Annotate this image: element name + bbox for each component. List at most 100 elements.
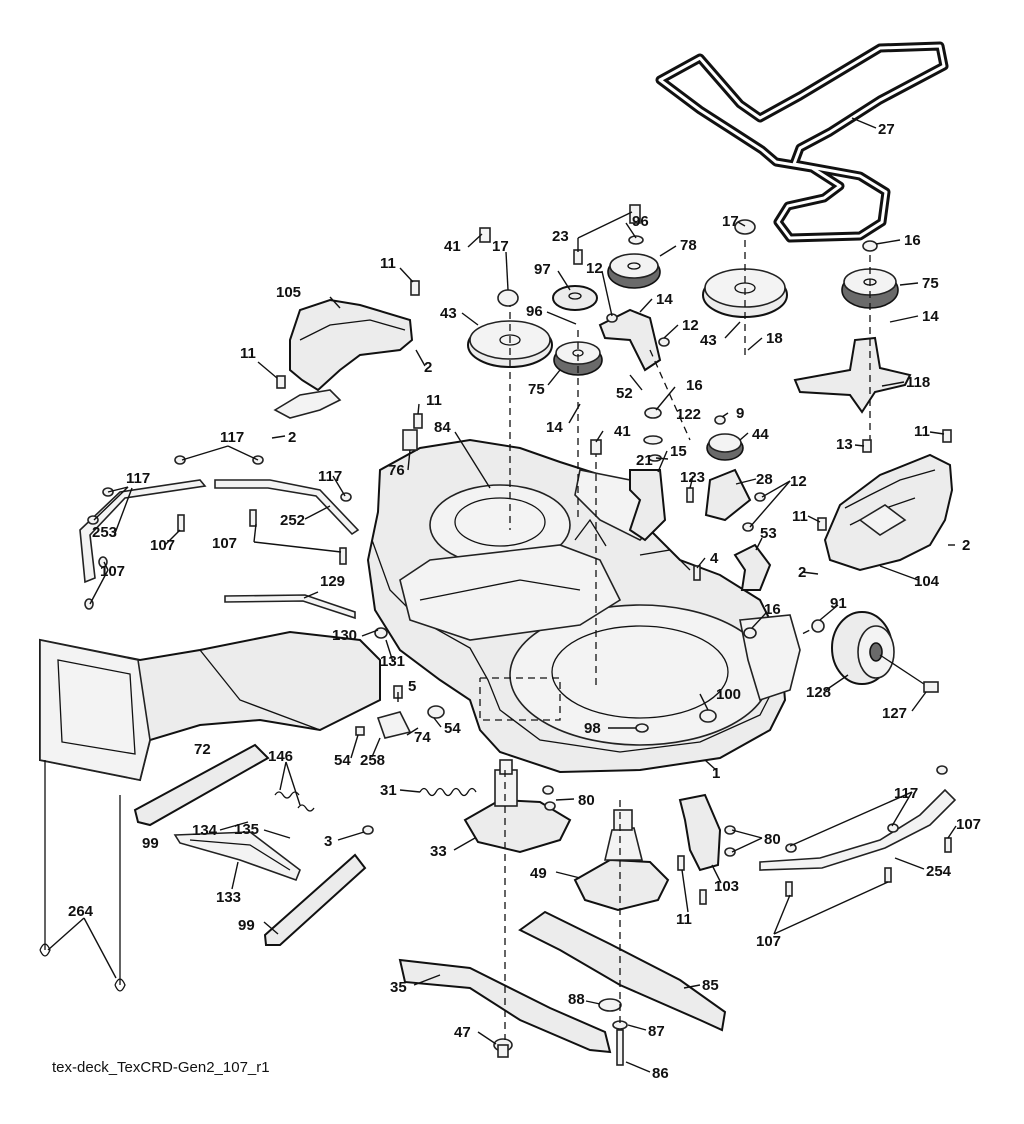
- arm-99-lower: [263, 853, 367, 946]
- part-label: 76: [388, 462, 405, 479]
- part-label: 12: [790, 473, 807, 490]
- part-label: 49: [530, 865, 547, 882]
- bumper-254: [759, 788, 957, 871]
- discharge-chute: [39, 630, 381, 782]
- blade-hardware: [493, 998, 628, 1066]
- part-label: 91: [830, 595, 847, 612]
- part-label: 117: [126, 470, 150, 487]
- part-label: 80: [764, 831, 781, 848]
- part-label: 130: [332, 627, 357, 644]
- part-label: 3: [324, 833, 332, 850]
- part-label: 31: [380, 782, 397, 799]
- belt-cover-right: [823, 453, 954, 572]
- part-label: 43: [700, 332, 717, 349]
- part-label: 107: [956, 816, 981, 833]
- belt-cover-left: [273, 298, 414, 419]
- part-label: 54: [334, 752, 351, 769]
- blade-35: [398, 958, 612, 1054]
- part-label: 103: [714, 878, 739, 895]
- part-label: 264: [68, 903, 94, 920]
- part-label: 16: [686, 377, 703, 394]
- part-label: 44: [752, 426, 769, 443]
- bracket-258: [376, 705, 445, 739]
- part-label: 11: [914, 423, 930, 440]
- part-label: 129: [320, 573, 345, 590]
- part-label: 127: [882, 705, 907, 722]
- part-label: 54: [444, 720, 461, 737]
- part-label: 75: [922, 275, 939, 292]
- part-label: 11: [792, 508, 808, 525]
- part-label: 99: [142, 835, 159, 852]
- part-label: 107: [212, 535, 237, 552]
- mower-deck: [366, 438, 801, 774]
- idler-arm-52: [598, 308, 662, 372]
- part-label: 17: [492, 238, 509, 255]
- part-label: 2: [962, 537, 970, 554]
- part-label: 1: [712, 765, 720, 782]
- part-label: 47: [454, 1024, 471, 1041]
- part-label: 96: [526, 303, 543, 320]
- part-label: 16: [764, 601, 781, 618]
- part-label: 85: [702, 977, 719, 994]
- bracket-53: [733, 543, 772, 591]
- idler-arm-118: [793, 336, 912, 414]
- part-label: 84: [434, 419, 451, 436]
- part-label: 252: [280, 512, 305, 529]
- part-label: 107: [150, 537, 175, 554]
- part-label: 21: [636, 452, 653, 469]
- part-label: 80: [578, 792, 595, 809]
- idler-pulley-78: [607, 253, 661, 289]
- part-label: 254: [926, 863, 952, 880]
- part-label: 88: [568, 991, 585, 1008]
- part-label: 12: [682, 317, 699, 334]
- part-label: 14: [922, 308, 939, 325]
- bumper-252: [214, 479, 360, 536]
- part-label: 27: [878, 121, 895, 138]
- diagram-caption: tex-deck_TexCRD-Gen2_107_r1: [52, 1059, 270, 1076]
- bracket-133: [173, 831, 301, 882]
- part-label: 107: [756, 933, 781, 950]
- part-labels: 27 17 16 75 14 23 96 78 41 17 97 12 14 9…: [68, 121, 981, 1082]
- part-label: 9: [736, 405, 744, 422]
- part-label: 11: [380, 255, 396, 272]
- part-label: 35: [390, 979, 407, 996]
- part-label: 75: [528, 381, 545, 398]
- part-label: 96: [632, 213, 649, 230]
- part-label: 133: [216, 889, 241, 906]
- drive-belt: [655, 41, 949, 243]
- part-label: 28: [756, 471, 773, 488]
- part-label: 118: [906, 374, 930, 391]
- part-label: 41: [614, 423, 631, 440]
- part-label: 86: [652, 1065, 669, 1082]
- part-label: 74: [414, 729, 431, 746]
- part-label: 14: [656, 291, 673, 308]
- leader-lines: [47, 117, 957, 1073]
- part-label: 97: [534, 261, 551, 278]
- bumper-253: [79, 479, 207, 584]
- bracket-28: [704, 468, 752, 522]
- part-label: 258: [360, 752, 385, 769]
- part-label: 253: [92, 524, 117, 541]
- idler-pulley-44: [706, 433, 744, 461]
- part-label: 11: [676, 911, 692, 928]
- cables-264: [39, 760, 126, 992]
- part-label: 78: [680, 237, 697, 254]
- part-label: 134: [192, 822, 218, 839]
- part-label: 16: [904, 232, 921, 249]
- part-label: 4: [710, 550, 719, 567]
- baffle-103: [678, 793, 722, 872]
- part-label: 15: [670, 443, 687, 460]
- part-label: 2: [798, 564, 806, 581]
- part-label: 43: [440, 305, 457, 322]
- part-label: 117: [220, 429, 244, 446]
- part-label: 53: [760, 525, 777, 542]
- part-label: 107: [100, 563, 125, 580]
- part-label: 14: [546, 419, 563, 436]
- part-label: 146: [268, 748, 293, 765]
- part-label: 100: [716, 686, 741, 703]
- part-label: 33: [430, 843, 447, 860]
- part-label: 123: [680, 469, 705, 486]
- part-label: 13: [836, 436, 853, 453]
